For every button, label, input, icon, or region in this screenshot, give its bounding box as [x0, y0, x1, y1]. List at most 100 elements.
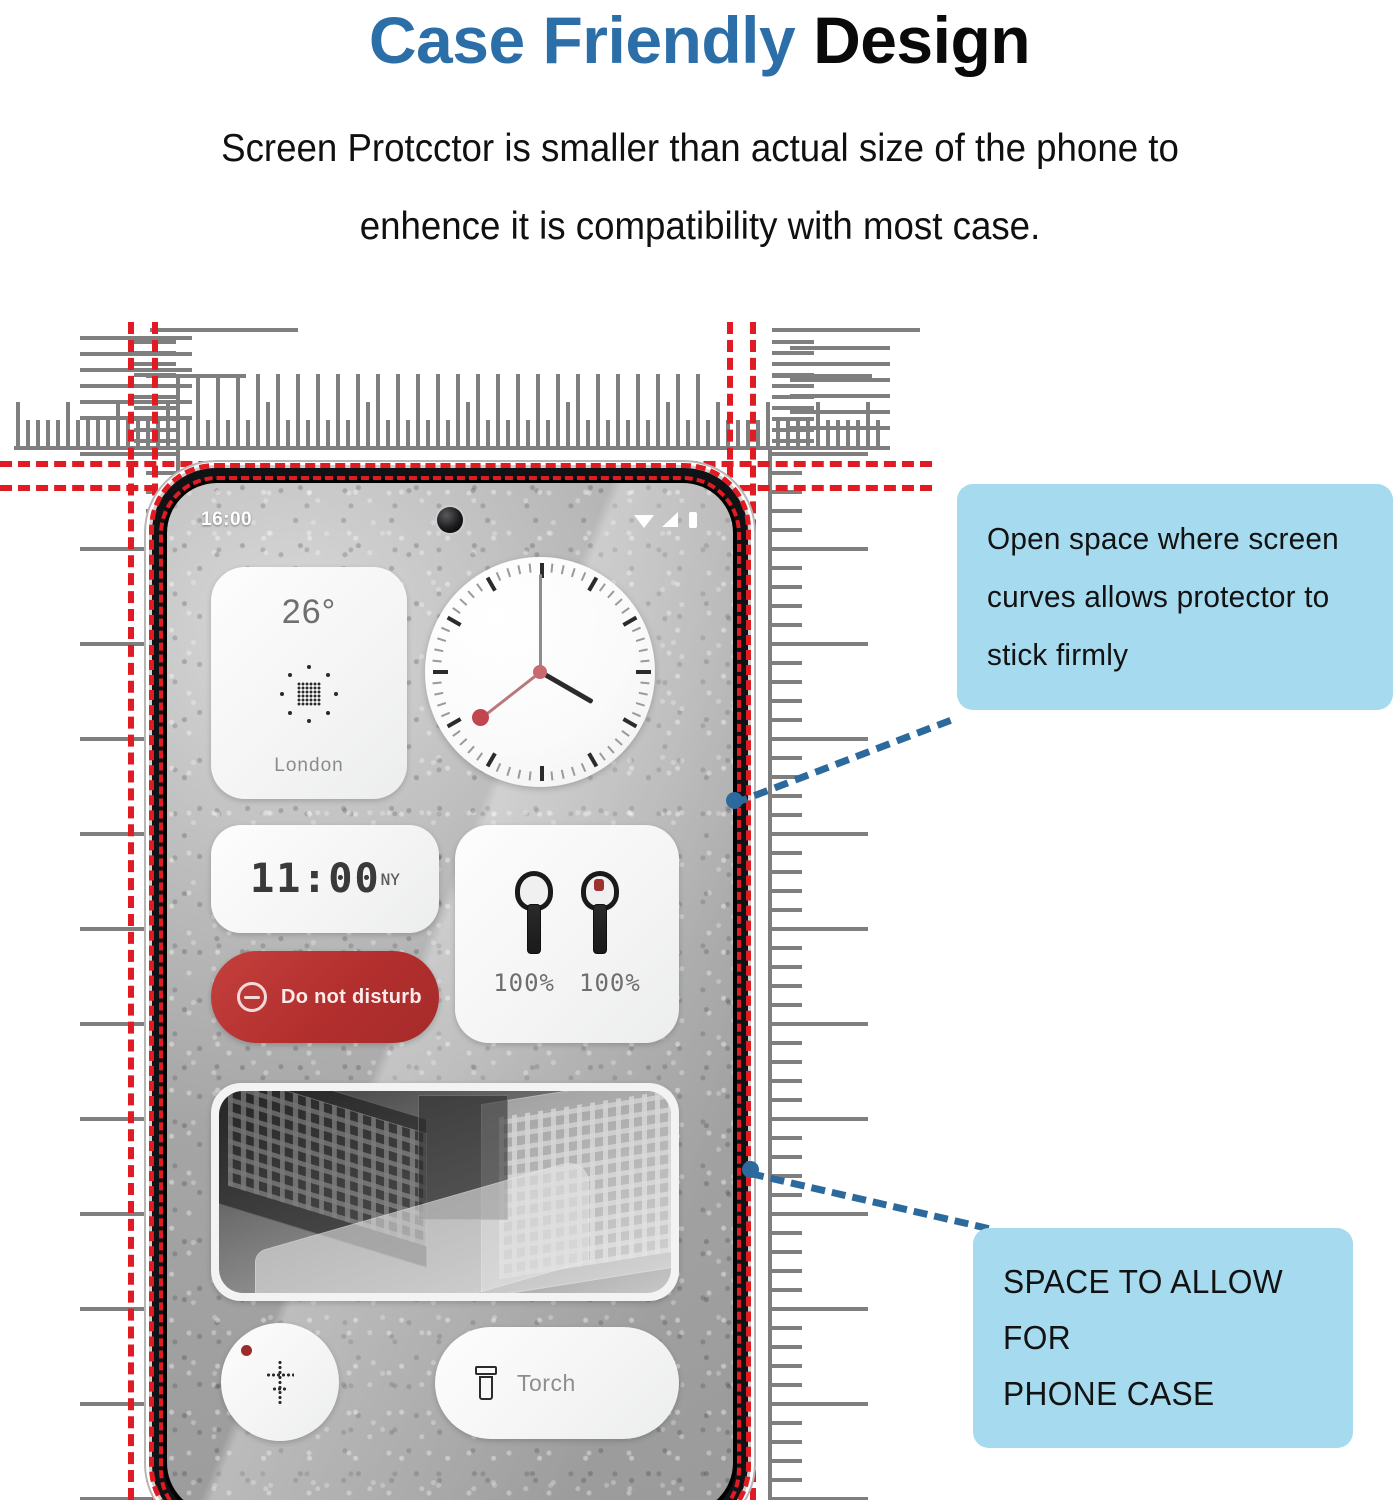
clock-tick: [485, 576, 497, 592]
ruler-tick: [286, 420, 290, 446]
do-not-disturb-label: Do not disturb: [281, 985, 422, 1008]
ruler-tick: [772, 1136, 802, 1140]
ruler-tick: [772, 813, 802, 817]
ruler-tick: [772, 340, 814, 344]
ruler-tick: [772, 1079, 802, 1083]
ruler-tick: [326, 420, 330, 446]
clock-tick: [452, 729, 461, 737]
ruler-tick: [376, 374, 380, 446]
clock-tick: [476, 752, 484, 761]
ruler-tick: [606, 420, 610, 446]
analog-clock-widget[interactable]: [425, 557, 655, 787]
ruler-tick: [772, 471, 802, 475]
clock-tick: [635, 637, 645, 643]
clock-tick: [580, 572, 587, 582]
ruler-tick: [316, 374, 320, 446]
clock-tick: [495, 572, 502, 582]
ruler-tick: [196, 374, 200, 446]
signal-icon: [662, 512, 678, 527]
ruler-tick: [646, 420, 650, 446]
weather-widget[interactable]: 26° London: [211, 567, 407, 799]
ruler-tick: [426, 420, 430, 446]
ruler-tick: [772, 965, 802, 969]
ruler-tick: [772, 373, 814, 377]
ruler-tick: [506, 420, 510, 446]
ruler-tick: [772, 547, 868, 551]
ruler-tick: [46, 420, 50, 446]
ruler-tick: [772, 384, 814, 388]
ruler-tick: [772, 1383, 802, 1387]
ruler-tick: [846, 420, 850, 446]
sun-dot-matrix-icon: [280, 664, 338, 723]
ruler-tick: [166, 402, 170, 446]
flashlight-icon: [475, 1366, 497, 1400]
clock-tick: [635, 701, 645, 707]
ruler-tick: [356, 374, 360, 446]
ruler-tick: [176, 374, 180, 446]
ruler-tick: [772, 439, 814, 443]
compass-widget[interactable]: [221, 1323, 339, 1441]
ruler-tick: [306, 420, 310, 446]
clock-tick: [432, 681, 442, 685]
ruler-tick: [772, 1478, 802, 1482]
ruler-tick: [772, 1003, 802, 1007]
ruler-tick: [226, 420, 230, 446]
earbuds-widget[interactable]: 100% 100%: [455, 825, 679, 1043]
ruler-tick: [26, 420, 30, 446]
ruler-tick: [456, 374, 460, 446]
earbuds-battery-row: 100% 100%: [493, 969, 641, 997]
ruler-tick: [516, 374, 520, 446]
photo-widget[interactable]: [211, 1083, 679, 1301]
clock-tick: [540, 563, 544, 578]
ruler-tick: [86, 420, 90, 446]
ruler-tick: [772, 832, 868, 836]
do-not-disturb-toggle[interactable]: Do not disturb: [211, 951, 439, 1043]
clock-tick: [467, 745, 475, 754]
clock-tick: [560, 565, 565, 575]
clock-tick: [528, 771, 532, 781]
ruler-tick: [772, 661, 802, 665]
clock-tick: [640, 681, 650, 685]
ruler-tick: [866, 402, 870, 446]
ruler-tick: [416, 374, 420, 446]
ruler-tick: [772, 1155, 802, 1159]
ruler-tick: [876, 328, 920, 332]
guide-top-outer: [0, 461, 932, 467]
ruler-tick: [772, 585, 802, 589]
clock-tick: [622, 717, 638, 729]
earbud-left-battery: 100%: [493, 969, 555, 997]
ruler-tick: [486, 420, 490, 446]
clock-tick: [459, 738, 468, 746]
ruler-tick: [76, 420, 80, 446]
ruler-tick: [796, 420, 800, 446]
ruler-tick: [686, 420, 690, 446]
ruler-tick: [66, 402, 70, 446]
callout-phone-case-line-2: PHONE CASE: [1003, 1375, 1215, 1412]
ruler-tick: [772, 794, 802, 798]
ruler-tick: [696, 374, 700, 446]
ruler-tick: [836, 374, 872, 378]
clock-tick: [506, 766, 512, 776]
ruler-tick: [276, 374, 280, 446]
ruler-tick: [206, 420, 210, 446]
clock-tick: [638, 648, 648, 653]
ruler-tick: [772, 566, 802, 570]
leader-dot-open-space: [726, 792, 743, 809]
ruler-tick: [246, 420, 250, 446]
digital-clock-time: 11:00: [250, 856, 381, 902]
callout-open-space-line-2: curves allows protector to: [987, 579, 1330, 614]
clock-tick: [467, 590, 475, 599]
ruler-tick: [772, 1117, 868, 1121]
ruler-tick: [466, 402, 470, 446]
page-subtitle: Screen Protcctor is smaller than actual …: [164, 110, 1236, 266]
ruler-tick: [156, 420, 160, 446]
ruler-tick: [656, 374, 660, 446]
clock-tick: [434, 648, 444, 653]
ruler-tick: [772, 680, 802, 684]
clock-tick: [570, 568, 576, 578]
torch-toggle[interactable]: Torch: [435, 1327, 679, 1439]
guide-left-outer: [128, 322, 134, 1500]
weather-temperature: 26°: [281, 593, 337, 631]
